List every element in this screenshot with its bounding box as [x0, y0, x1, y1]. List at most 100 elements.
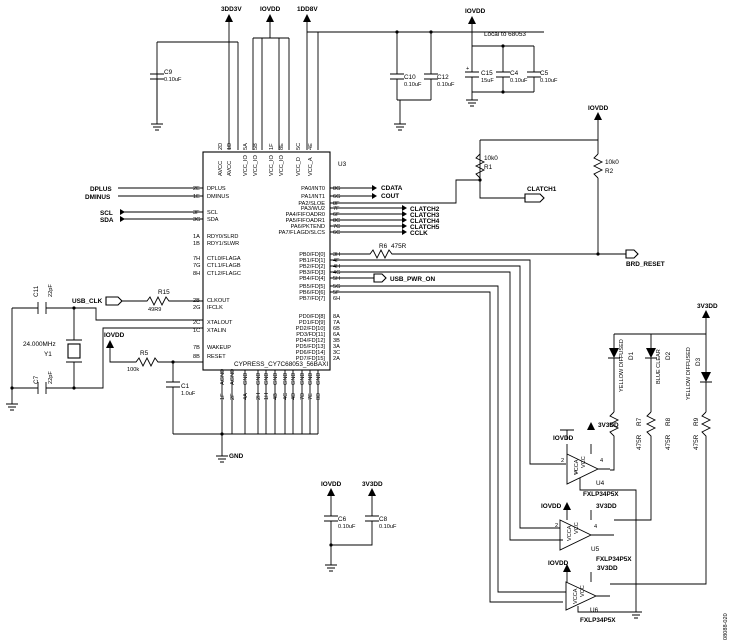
net-cout: COUT: [381, 193, 399, 200]
chip-left-pin-num: 8H: [193, 271, 200, 277]
chip-left-pin-name: SCL: [207, 210, 218, 216]
res-r7-ref: R7: [636, 417, 643, 426]
chip-bottom-pin-num: 2H: [256, 393, 262, 400]
cap-c11-ref: C11: [33, 285, 40, 297]
res-r5-value: 100k: [127, 367, 139, 373]
right-nets: CDATA COUT IOVDD 10k0 R1 10k0 R2 CLATCH1…: [330, 105, 665, 603]
chip-right-pin-num: 7F: [333, 206, 340, 212]
net-clatch5: CLATCH5: [410, 224, 440, 231]
chip-bottom-pin-name: GND: [256, 373, 262, 385]
cap-c7-value: 22pF: [48, 371, 54, 384]
res-r5-ref: R5: [140, 350, 149, 357]
chip-left-pin-name: CTL0/FLAGA: [207, 256, 241, 262]
rail-label-3dd3v: 3DD3V: [221, 6, 242, 13]
buffer-u5-3v3dd: 3V3DD: [596, 503, 617, 510]
chip-left-pin-num: 1A: [193, 234, 200, 240]
chip-left-pin-num: 8B: [193, 354, 200, 360]
cap-c12-value: 0.10uF: [437, 82, 455, 88]
left-nets: DPLUS DMINUS SCL SDA USB_CLK R15 49R9: [72, 186, 203, 313]
buffer-u5-pin2: 2: [555, 523, 558, 529]
led-d3-ref: D3: [695, 357, 702, 366]
cap-c8-ref: C8: [379, 516, 388, 523]
chip-bottom-pin-num: 1H: [264, 393, 270, 400]
res-r6-value: 475R: [391, 243, 407, 250]
led-d2: [646, 348, 656, 358]
chip-right-pin-name: PB3/FD[3]: [299, 270, 325, 276]
chip-right-pin-num: 6G: [333, 194, 340, 200]
chip-right-pin-num: 7C: [333, 224, 340, 230]
buffer-u6: IOVDD 3V3DD VCCA VCC U6 FXLP34P5X: [548, 560, 642, 624]
cap-c1-value: 1.0uF: [181, 391, 196, 397]
rail-label-1dd8v: 1DD8V: [297, 6, 318, 13]
buffer-u5-ref: U5: [591, 546, 600, 553]
chip-right-pin-num: 3A: [333, 344, 340, 350]
chip-top-pin-name: VCC_A: [308, 157, 314, 176]
rail-label-iovdd-top: IOVDD: [260, 6, 281, 13]
chip-right-pin-name: PD2/FD[10]: [296, 326, 326, 332]
buffer-u5-vcc: VCC: [574, 522, 580, 534]
led-d3-label: YELLOW DIFFUSED: [686, 347, 692, 400]
chip-right-pin-num: 2A: [333, 356, 340, 362]
net-cclk: CCLK: [410, 230, 428, 237]
led-d3: [701, 372, 711, 382]
chip-right-pin-num: 4G: [333, 270, 340, 276]
buffer-u4-pin4: 4: [600, 458, 603, 464]
cap-c6-ref: C6: [338, 516, 347, 523]
chip-right-pin-num: 8G: [333, 186, 340, 192]
chip-left-pin-num: 1E: [193, 194, 200, 200]
chip-right-pin-num: 6A: [333, 332, 340, 338]
net-dminus: DMINUS: [85, 194, 111, 201]
chip-top-pin-name: VCC_IO: [279, 155, 285, 176]
buffer-u5-vcca: VCCA: [567, 525, 573, 541]
cap-c6-value: 0.10uF: [338, 524, 356, 530]
res-r7-value: 475R: [636, 434, 643, 450]
net-usb-clk: USB_CLK: [72, 298, 103, 305]
cap-c5-ref: C5: [540, 70, 549, 77]
rail-arrow-iovdd-local: [468, 16, 476, 24]
buffer-u6-vcc: VCC: [580, 585, 586, 597]
net-clatch3: CLATCH3: [410, 212, 440, 219]
chip-bottom-pin-num: 4B: [273, 393, 279, 400]
chip-left-pin-num: 7G: [193, 263, 200, 269]
res-r2-value: 10k0: [605, 159, 619, 166]
cap-c4-value: 0.10uF: [510, 78, 528, 84]
decoupling-group-c10-c12: C10 0.10uF C12 0.10uF: [390, 30, 455, 131]
buffer-u4: IOVDD 3V3DD VCCA VCC 2 4 3 U4 FXLP34P5X: [553, 422, 637, 612]
chip-bottom-pin-num: 4D: [291, 393, 297, 400]
chip-top-pin-num: 1F: [269, 143, 275, 150]
chip-bottom-pin-num: 2F: [230, 393, 236, 400]
chip-left-pin-num: 7H: [193, 256, 200, 262]
chip-left-pin-name: XTALOUT: [207, 320, 233, 326]
chip-top-pin-num: 5C: [296, 143, 302, 150]
chip-left-pin-name: XTALIN: [207, 328, 226, 334]
chip-top-pin-num: 5B: [253, 143, 259, 150]
chip-right-pin-name: PB5/FD[5]: [299, 284, 325, 290]
res-r1-ref: R1: [484, 164, 493, 171]
net-clatch4: CLATCH4: [410, 218, 440, 225]
chip-bottom-pins: AGND1FAGND2FGND4AGND2HGND1HGND4BGND4CGND…: [220, 369, 322, 434]
chip-right-pin-name: PB4/FD[4]: [299, 276, 325, 282]
chip-right-pin-name: PD7/FD[15]: [296, 356, 326, 362]
net-cdata: CDATA: [381, 185, 403, 192]
note-local-68053: Local to 68053: [484, 31, 526, 38]
chip-bottom-pin-name: GND: [300, 373, 306, 385]
led-d1-ref: D1: [628, 351, 635, 360]
chip-top-pin-num: 5A: [243, 143, 249, 150]
chip-bottom-pin-num: 1F: [220, 393, 226, 400]
chip-top-pin-num: 1D: [227, 143, 233, 150]
chip-right-pin-name: PA5/FIFOADR1: [286, 218, 325, 224]
chip-right-pin-num: 5G: [333, 284, 340, 290]
chip-top-pin-name: VCC_D: [296, 157, 302, 176]
rail-arrow-1dd8v: [303, 14, 311, 22]
chip-left-pin-name: RESET: [207, 354, 226, 360]
chip-top-pin-name: VCC_IO: [269, 155, 275, 176]
chip-u3-part: CYPRESS_CY7C68053_56BAXI: [234, 361, 328, 368]
chip-u3-ref: U3: [338, 161, 347, 168]
buffer-u5-iovdd: IOVDD: [541, 503, 562, 510]
res-r1-value: 10k0: [484, 155, 498, 162]
buffer-u4-part: FXLP34P5X: [583, 491, 619, 498]
chip-right-pin-name: PD3/FD[11]: [296, 332, 325, 338]
chip-left-pin-name: IFCLK: [207, 305, 223, 311]
rail-label-iovdd-local: IOVDD: [465, 8, 486, 15]
